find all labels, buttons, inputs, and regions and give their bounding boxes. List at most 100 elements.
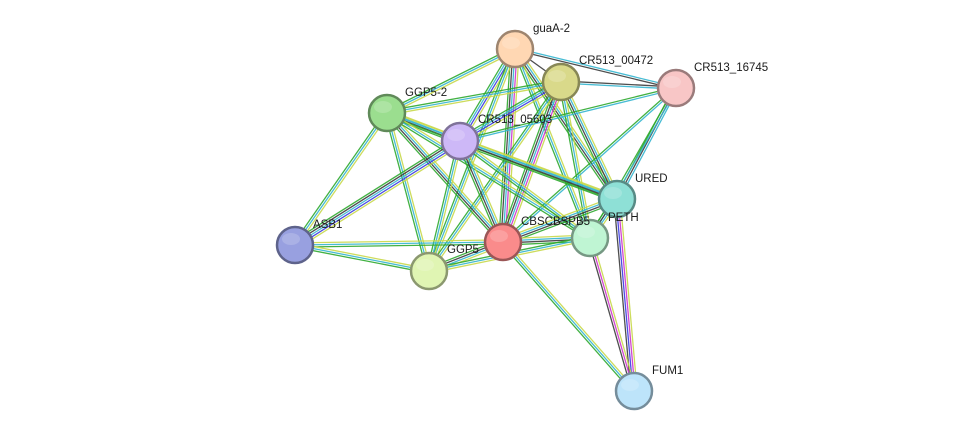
edge-line-yellow — [506, 83, 566, 244]
edge-line-green — [511, 50, 615, 202]
edge-line-yellow — [294, 239, 503, 244]
edge-line-yellow — [388, 112, 432, 271]
node-GGP5[interactable] — [409, 251, 449, 291]
edge-line-green — [386, 79, 561, 112]
edge-guaA-2-CBSCBSPB[interactable] — [498, 48, 520, 243]
edge-line-cyan — [386, 112, 591, 239]
node-CR513_00472[interactable] — [541, 62, 581, 102]
node-highlight — [663, 76, 681, 88]
edge-line-black — [613, 199, 632, 392]
edge-line-cyan — [459, 80, 561, 141]
edge-line-blue — [295, 142, 462, 248]
node-FUM1[interactable] — [614, 371, 654, 411]
edge-line-cyan — [502, 241, 635, 392]
node-CBSCBSPB[interactable] — [483, 222, 523, 262]
edge-CR513_00472-GGP5-2[interactable] — [386, 79, 562, 116]
edge-line-yellow — [461, 84, 563, 145]
edge-line-yellow — [460, 137, 619, 197]
edge-line-black — [500, 48, 514, 242]
edge-ASB1-CBSCBSPB[interactable] — [294, 239, 504, 248]
edge-line-yellow — [430, 141, 463, 272]
edge-CR513_05603-URED[interactable] — [458, 137, 619, 203]
edge-line-yellow — [501, 195, 617, 240]
edge-CR513_00472-CR513_05603[interactable] — [458, 78, 563, 145]
edge-line-magenta — [504, 82, 564, 243]
labels-layer: guaA-2CR513_00472CR513_16745GGP5-2CR513_… — [313, 23, 768, 377]
edge-line-cyan — [386, 81, 562, 114]
edge-line-yellow — [295, 242, 430, 270]
node-PETH[interactable] — [570, 218, 610, 258]
edge-line-black — [514, 49, 676, 90]
nodes-layer — [275, 29, 696, 411]
edge-CR513_16745-CR513_05603[interactable] — [459, 86, 677, 143]
edge-GGP5-2-ASB1[interactable] — [292, 111, 390, 247]
edge-line-yellow — [504, 240, 637, 391]
node-GGP5-2[interactable] — [367, 93, 407, 133]
edge-line-green — [384, 114, 502, 245]
node-label-CR513_16745: CR513_16745 — [694, 62, 768, 74]
edge-line-cyan — [460, 139, 618, 199]
edge-line-magenta — [617, 198, 636, 391]
edge-line-cyan — [502, 81, 562, 243]
node-CR513_16745[interactable] — [656, 68, 696, 108]
edge-line-cyan — [387, 111, 505, 242]
edge-CR513_00472-CBSCBSPB[interactable] — [498, 80, 566, 244]
node-guaA-2[interactable] — [495, 29, 535, 69]
edge-line-cyan — [514, 48, 591, 239]
edge-line-black — [503, 199, 618, 244]
edge-line-green — [458, 78, 560, 139]
node-highlight — [374, 101, 392, 113]
node-label-PETH: PETH — [608, 212, 639, 224]
edge-ASB1-GGP5[interactable] — [294, 242, 430, 274]
edge-guaA-2-GGP5-2[interactable] — [385, 46, 517, 116]
node-CR513_05603[interactable] — [440, 121, 480, 161]
edge-line-green — [426, 140, 459, 271]
edge-line-yellow — [516, 47, 593, 238]
edge-line-green — [500, 242, 633, 393]
edge-CR513_16745-CBSCBSPB[interactable] — [501, 86, 678, 244]
edge-line-blue — [460, 82, 562, 143]
edge-line-green — [459, 86, 676, 141]
edge-line-green — [294, 246, 429, 274]
edge-line-black — [587, 238, 633, 392]
edge-line-yellow — [296, 113, 390, 247]
edge-GGP5-2-CBSCBSPB[interactable] — [384, 110, 506, 245]
edge-line-yellow — [619, 198, 638, 391]
node-label-CBSCBSPB: CBSCBSPB5 — [521, 216, 590, 228]
edge-line-cyan — [460, 88, 677, 143]
node-highlight — [621, 379, 639, 391]
edge-line-blue — [615, 199, 634, 392]
edge-CBSCBSPB-FUM1[interactable] — [500, 240, 637, 393]
edge-URED-FUM1[interactable] — [613, 198, 638, 392]
edge-line-yellow — [296, 144, 463, 250]
edge-line-green — [512, 49, 589, 240]
edge-line-green — [292, 136, 459, 242]
node-label-ASB1: ASB1 — [313, 219, 342, 231]
node-label-GGP5: GGP5 — [447, 244, 479, 256]
node-label-GGP5-2: GGP5-2 — [405, 87, 447, 99]
node-highlight — [490, 230, 508, 242]
edge-line-yellow — [430, 49, 518, 272]
edge-line-cyan — [561, 81, 619, 199]
node-label-guaA-2: guaA-2 — [533, 23, 570, 35]
edge-line-cyan — [386, 48, 516, 114]
edge-CR513_05603-ASB1[interactable] — [292, 136, 463, 250]
node-label-FUM1: FUM1 — [652, 365, 683, 377]
edge-line-magenta — [589, 237, 635, 392]
edge-line-cyan — [503, 88, 678, 244]
node-label-URED: URED — [635, 173, 668, 185]
edge-line-green — [458, 143, 617, 203]
node-highlight — [577, 226, 595, 238]
edge-guaA-2-PETH[interactable] — [512, 47, 593, 240]
edge-CR513_05603-GGP5[interactable] — [426, 140, 463, 272]
edge-line-magenta — [504, 49, 518, 243]
node-URED[interactable] — [597, 179, 637, 219]
node-ASB1[interactable] — [275, 225, 315, 265]
edge-line-yellow — [387, 110, 592, 237]
edge-guaA-2-CR513_16745[interactable] — [514, 47, 677, 90]
node-label-CR513_05603: CR513_05603 — [478, 114, 552, 126]
edge-line-cyan — [502, 197, 617, 242]
edge-line-black — [500, 81, 560, 242]
edge-PETH-FUM1[interactable] — [587, 237, 637, 392]
edge-line-yellow — [563, 80, 621, 198]
